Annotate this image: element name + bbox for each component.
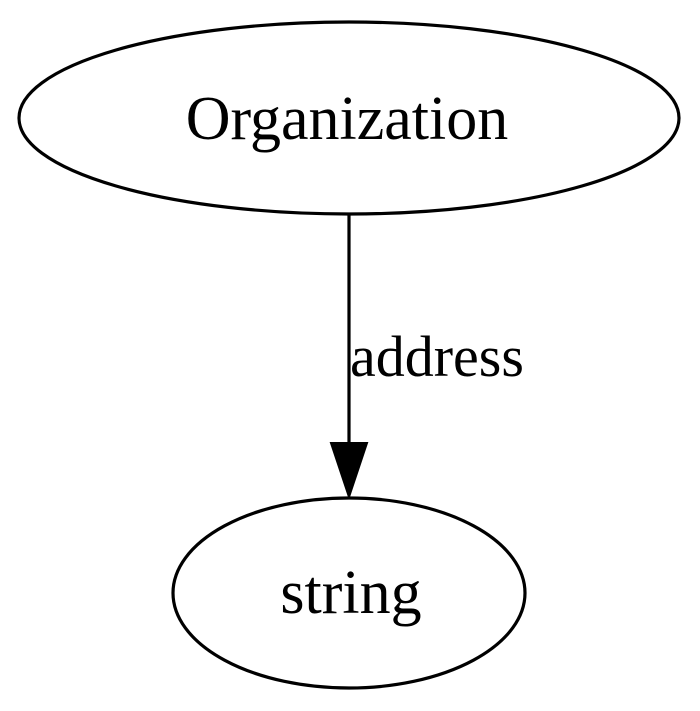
node-organization[interactable]: Organization xyxy=(17,20,681,216)
node-string-label: string xyxy=(280,559,421,627)
node-organization-label: Organization xyxy=(186,85,509,153)
node-string-shape xyxy=(171,496,527,690)
node-string[interactable]: string xyxy=(171,496,527,690)
arrowhead-icon xyxy=(329,442,369,501)
edge-address: address xyxy=(329,214,524,501)
edge-address-label: address xyxy=(350,324,524,389)
